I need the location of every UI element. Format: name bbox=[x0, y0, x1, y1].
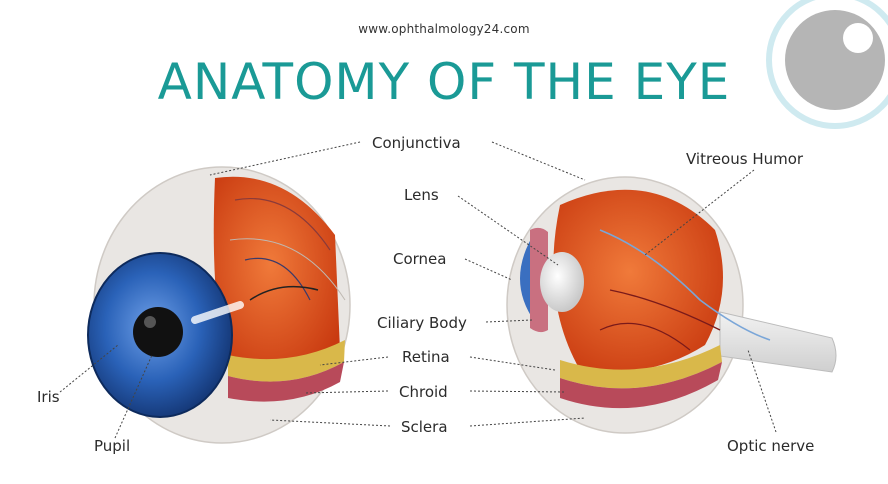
label-chroid: Chroid bbox=[399, 383, 448, 401]
eye-logo-icon bbox=[766, 0, 888, 129]
right-eye-illustration bbox=[506, 176, 837, 434]
page-title: ANATOMY OF THE EYE bbox=[157, 53, 731, 111]
label-optic-nerve: Optic nerve bbox=[727, 437, 815, 455]
left-eye-illustration bbox=[87, 166, 351, 444]
label-vitreous-humor: Vitreous Humor bbox=[686, 150, 804, 168]
label-cornea: Cornea bbox=[393, 250, 447, 268]
label-lens: Lens bbox=[404, 186, 439, 204]
website-url: www.ophthalmology24.com bbox=[358, 22, 530, 36]
label-pupil: Pupil bbox=[94, 437, 131, 455]
leader-lines bbox=[59, 141, 777, 439]
label-ciliary-body: Ciliary Body bbox=[377, 314, 467, 332]
label-retina: Retina bbox=[402, 348, 450, 366]
label-iris: Iris bbox=[37, 388, 60, 406]
label-conjunctiva: Conjunctiva bbox=[372, 134, 461, 152]
label-sclera: Sclera bbox=[401, 418, 448, 436]
